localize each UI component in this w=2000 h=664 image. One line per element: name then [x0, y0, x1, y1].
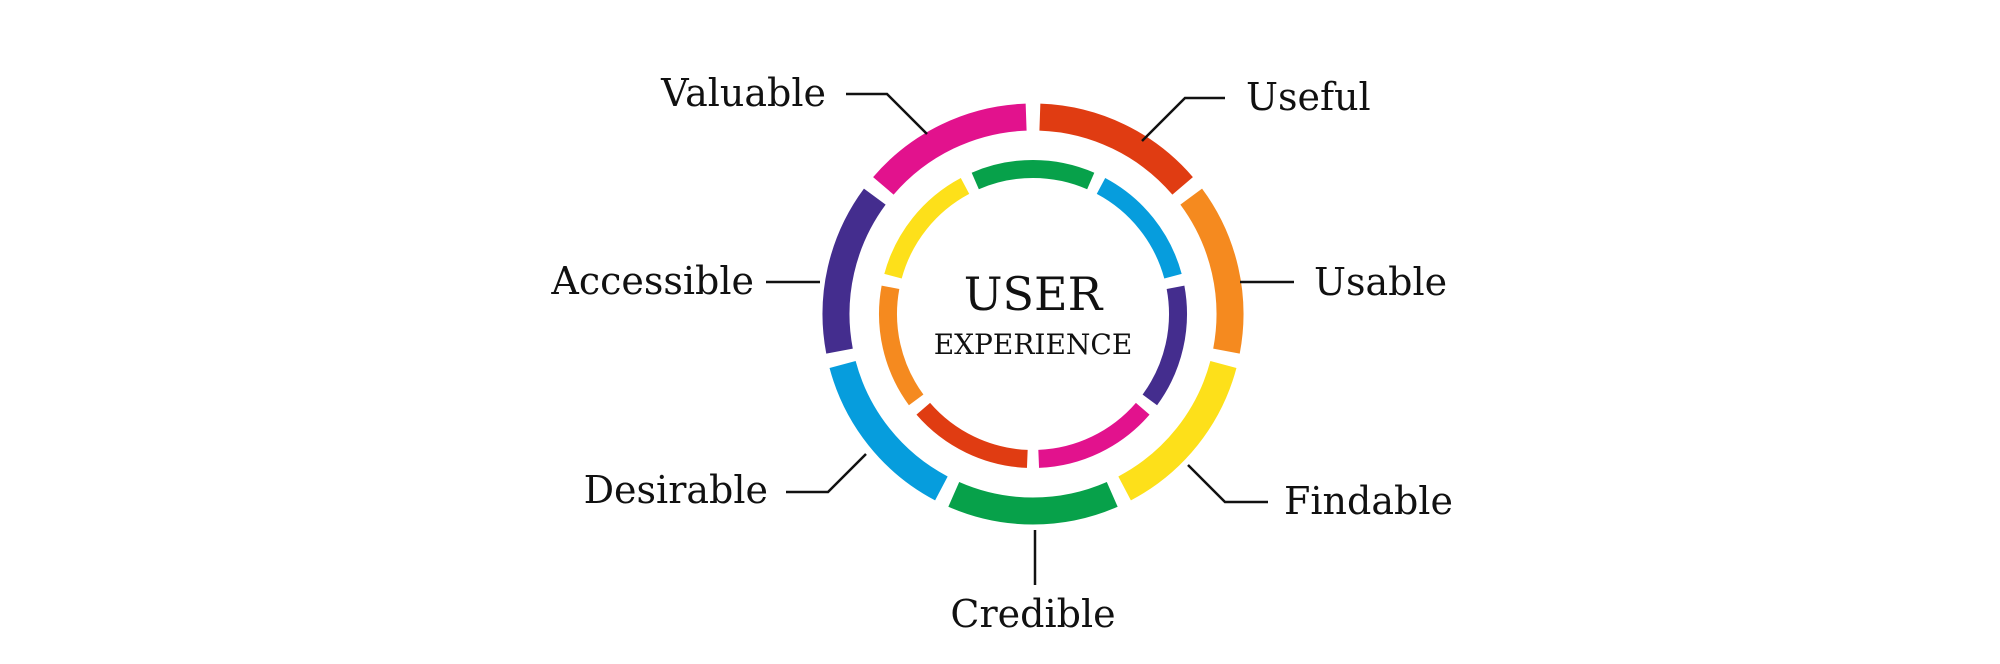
outer-segment-usable — [1180, 188, 1244, 354]
inner-segment-4 — [1038, 402, 1150, 468]
inner-segment-5 — [916, 402, 1028, 468]
label-accessible: Accessible — [550, 259, 754, 303]
leader-line-valuable — [846, 92, 928, 135]
inner-segment-1 — [971, 160, 1095, 190]
outer-segment-desirable — [829, 360, 948, 501]
label-findable: Findable — [1284, 479, 1453, 523]
inner-ring — [879, 160, 1187, 468]
label-desirable: Desirable — [584, 468, 768, 512]
inner-segment-2 — [1096, 177, 1182, 279]
label-credible: Credible — [950, 592, 1115, 636]
inner-segment-6 — [879, 285, 924, 406]
inner-segment-7 — [884, 177, 970, 279]
outer-ring — [822, 103, 1244, 525]
label-useful: Useful — [1246, 75, 1371, 119]
outer-segment-valuable — [873, 103, 1027, 195]
center-subtitle: EXPERIENCE — [934, 328, 1133, 361]
leader-lines — [766, 92, 1294, 585]
leader-line-useful — [1141, 96, 1225, 142]
leader-line-findable — [1187, 464, 1268, 504]
center-title: USER — [964, 267, 1104, 321]
outer-segment-findable — [1118, 360, 1237, 501]
outer-segment-accessible — [822, 188, 886, 354]
outer-segment-useful — [1039, 103, 1193, 195]
outer-segment-credible — [948, 481, 1118, 525]
leader-line-desirable — [786, 453, 867, 494]
label-valuable: Valuable — [660, 71, 826, 115]
label-usable: Usable — [1314, 260, 1447, 304]
inner-segment-3 — [1142, 285, 1187, 406]
